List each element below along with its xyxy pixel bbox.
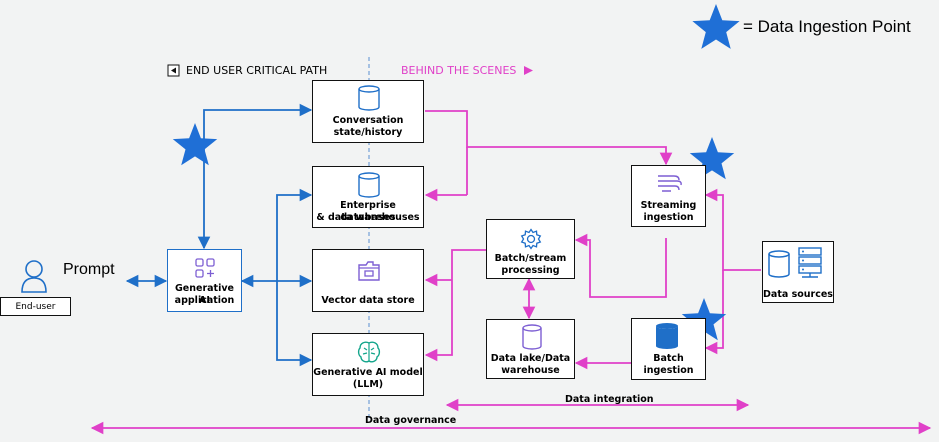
behind-scenes-header: BEHIND THE SCENES <box>401 64 517 77</box>
vector-store-icon <box>358 261 380 281</box>
app-to-conversation-arrow <box>197 103 313 250</box>
user-icon <box>21 260 47 293</box>
legend-label: = Data Ingestion Point <box>743 17 911 36</box>
app-grid-icon <box>195 258 215 278</box>
data-sources-label: Data sources <box>763 289 833 300</box>
legend-star-icon <box>692 4 740 49</box>
enterprise-databases-box: Enterprise databases & data warehouses <box>312 166 424 228</box>
right-triangle-icon <box>524 66 533 75</box>
vector-data-store-box: Vector data store <box>312 249 424 312</box>
database-icon <box>522 324 542 350</box>
end-user-box: End-user <box>0 297 71 316</box>
enterprise-label-2: & data warehouses <box>316 212 420 223</box>
data-lake-label-1: Data lake/Data <box>490 353 571 364</box>
database-icon <box>768 250 790 278</box>
database-icon <box>656 323 678 349</box>
conversation-label-2: state/history <box>333 127 403 138</box>
batch-ingestion-box: Batch ingestion <box>631 318 706 380</box>
enterprise-label-1: Enterprise databases <box>340 200 396 223</box>
genai-app-label-1: Generative AI <box>175 283 234 306</box>
app-to-enterprise-arrow <box>276 188 313 367</box>
vector-store-label: Vector data store <box>321 295 415 306</box>
genai-application-box: Generative AI application <box>167 249 242 312</box>
database-icon <box>358 85 380 111</box>
batch-stream-label-2: processing <box>501 265 560 276</box>
data-governance-label: Data governance <box>365 415 457 426</box>
prompt-label: Prompt <box>63 261 115 278</box>
batch-stream-label-1: Batch/stream <box>494 253 567 264</box>
end-user-label: End-user <box>15 302 56 312</box>
critical-path-header: END USER CRITICAL PATH <box>186 64 328 77</box>
brain-icon <box>357 341 381 363</box>
data-lake-label-2: warehouse <box>501 365 560 376</box>
genai-model-label-1: Generative AI model <box>313 367 423 378</box>
gear-icon <box>520 228 542 250</box>
data-integration-label: Data integration <box>565 394 654 405</box>
database-icon <box>358 172 380 198</box>
batch-stream-processing-box: Batch/stream processing <box>486 219 575 279</box>
batch-ingestion-label-2: ingestion <box>643 365 694 376</box>
server-icon <box>798 247 822 278</box>
star-icon-streaming <box>689 137 735 180</box>
conversation-state-box: Conversation state/history <box>312 80 424 143</box>
streaming-label-1: Streaming <box>640 200 697 211</box>
conversation-label-1: Conversation <box>332 115 404 126</box>
pink-connectors <box>90 110 932 435</box>
conversation-to-streaming <box>425 110 673 166</box>
data-lake-warehouse-box: Data lake/Data warehouse <box>486 319 575 379</box>
blue-connectors <box>125 103 313 367</box>
genai-model-box: Generative AI model (LLM) <box>312 333 424 396</box>
streaming-to-batchstream <box>574 233 667 298</box>
genai-app-label-2: application <box>174 295 235 306</box>
batch-to-llm-arrow <box>424 249 486 362</box>
streaming-ingestion-box: Streaming ingestion <box>631 165 706 227</box>
streaming-icon <box>658 175 682 192</box>
data-sources-box: Data sources <box>762 241 834 303</box>
streaming-label-2: ingestion <box>643 212 694 223</box>
batch-ingestion-label-1: Batch <box>653 353 684 364</box>
star-icon-app <box>172 123 218 166</box>
sources-to-batch <box>704 270 724 355</box>
sources-to-streaming <box>704 188 761 271</box>
genai-model-label-2: (LLM) <box>352 379 384 390</box>
